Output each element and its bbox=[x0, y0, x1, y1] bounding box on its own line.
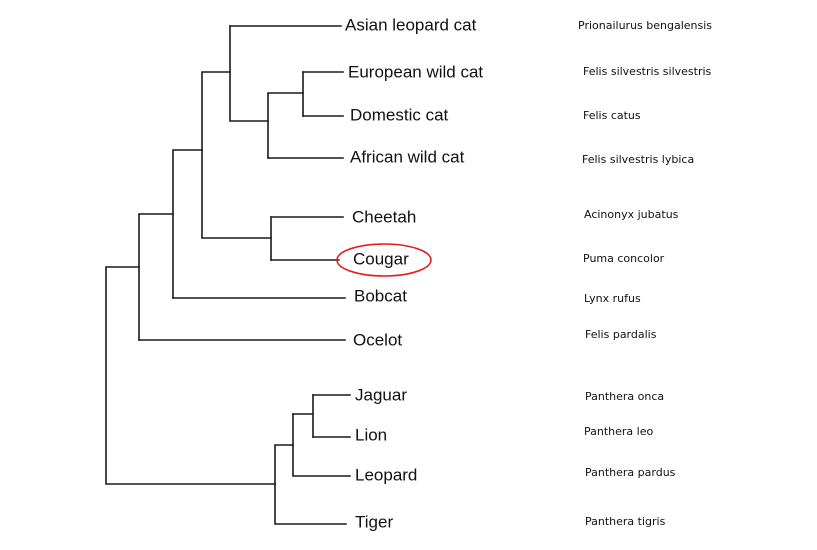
cougar-highlight-circle bbox=[336, 243, 432, 277]
sci-leopard: Panthera pardus bbox=[585, 466, 676, 479]
node-felis-clade bbox=[267, 92, 304, 159]
sci-jaguar: Panthera onca bbox=[585, 390, 664, 403]
sci-asian-leopard-cat: Prionailurus bengalensis bbox=[578, 19, 712, 32]
sci-lion: Panthera leo bbox=[584, 425, 653, 438]
label-tiger: Tiger bbox=[355, 512, 393, 531]
node-bobcat-clade bbox=[172, 149, 203, 299]
label-african-wild-cat: African wild cat bbox=[350, 147, 465, 166]
node-jaguar-lion bbox=[292, 394, 314, 438]
branch-leopard bbox=[292, 413, 351, 477]
label-european-wild-cat: European wild cat bbox=[348, 62, 483, 81]
node-upper-clade bbox=[201, 71, 272, 239]
sci-european-wild-cat: Felis silvestris silvestris bbox=[583, 65, 712, 78]
node-ocelot-clade bbox=[138, 213, 174, 341]
sci-domestic-cat: Felis catus bbox=[583, 109, 641, 122]
node-panthera bbox=[274, 444, 347, 525]
label-cougar: Cougar bbox=[353, 249, 409, 268]
node-asian-clade bbox=[229, 25, 269, 122]
label-asian-leopard-cat: Asian leopard cat bbox=[345, 15, 477, 34]
tree-branches bbox=[105, 25, 351, 525]
scientific-name-labels: Prionailurus bengalensis Felis silvestri… bbox=[578, 19, 712, 528]
sci-african-wild-cat: Felis silvestris lybica bbox=[582, 153, 694, 166]
label-lion: Lion bbox=[355, 425, 387, 444]
sci-cougar: Puma concolor bbox=[583, 252, 665, 265]
label-bobcat: Bobcat bbox=[354, 286, 407, 305]
sci-bobcat: Lynx rufus bbox=[584, 292, 641, 305]
label-domestic-cat: Domestic cat bbox=[350, 105, 449, 124]
label-jaguar: Jaguar bbox=[355, 385, 407, 404]
sci-cheetah: Acinonyx jubatus bbox=[584, 208, 679, 221]
common-name-labels: Asian leopard cat European wild cat Dome… bbox=[345, 15, 483, 531]
sci-tiger: Panthera tigris bbox=[585, 515, 666, 528]
label-ocelot: Ocelot bbox=[353, 330, 402, 349]
sci-ocelot: Felis pardalis bbox=[585, 328, 657, 341]
label-leopard: Leopard bbox=[355, 465, 417, 484]
root-node bbox=[105, 266, 276, 485]
label-cheetah: Cheetah bbox=[352, 207, 416, 226]
